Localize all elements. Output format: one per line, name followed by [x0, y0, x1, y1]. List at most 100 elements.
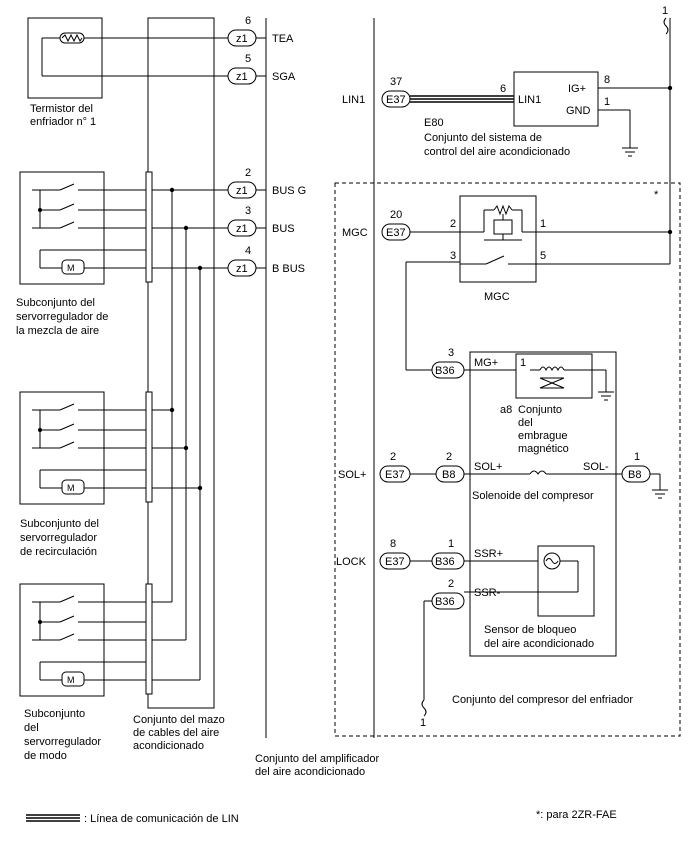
solenoid-label: Solenoide del compresor [472, 490, 594, 502]
thermistor-label-1: Termistor del [30, 103, 93, 115]
pin-37: 37 [390, 76, 402, 88]
pin-5: 5 [540, 250, 546, 262]
lock-sensor: LOCK E37 8 B36 1 SSR+ B36 2 SSR- 1 Senso… [336, 538, 595, 729]
signal-lin1: LIN1 [342, 94, 365, 106]
mode-servo: M Subconjunto del servorregulador de mod… [19, 583, 153, 762]
pin-2: 2 [446, 451, 452, 463]
pin-2: 2 [245, 167, 251, 179]
thermistor-label-2: enfriador n° 1 [30, 116, 96, 128]
air-mix-servo: M Subconjunto del servorregulador de la … [16, 171, 153, 337]
signal-sol-plus-comp: SOL+ [474, 461, 502, 473]
air-mix-label-1: Subconjunto del [16, 297, 95, 309]
z1-label: z1 [236, 71, 248, 83]
amplifier-body: Conjunto del amplificador del aire acond… [255, 18, 379, 778]
signal-sga: SGA [272, 71, 296, 83]
z1-label: z1 [236, 263, 248, 275]
air-mix-label-3: la mezcla de aire [16, 325, 99, 337]
recirc-label-3: de recirculación [20, 546, 97, 558]
mode-label-2: del [24, 722, 39, 734]
pin-2: 2 [390, 451, 396, 463]
signal-mgc: MGC [342, 227, 368, 239]
magnetic-clutch: B36 3 MG+ 1 a8 Conjunto del embrague mag… [431, 347, 614, 455]
air-mix-label-2: servorregulador de [16, 311, 108, 323]
mode-label-4: de modo [24, 750, 67, 762]
legend-note: *: para 2ZR-FAE [536, 809, 617, 821]
pin-2: 2 [450, 218, 456, 230]
pin-8: 8 [604, 74, 610, 86]
signal-tea: TEA [272, 33, 294, 45]
e80-label-2: control del aire acondicionado [424, 146, 570, 158]
pin-3: 3 [448, 347, 454, 359]
signal-ig-plus: IG+ [568, 83, 586, 95]
signal-mg-plus: MG+ [474, 357, 498, 369]
recirc-servo: M Subconjunto del servorregulador de rec… [19, 391, 153, 558]
pin-1: 1 [634, 451, 640, 463]
clutch-label-4: magnético [518, 443, 569, 455]
pin-6: 6 [500, 83, 506, 95]
lin1-circuit: LIN1 E37 37 6 LIN1 IG+ GND E80 Conjunto … [342, 71, 673, 158]
svg-text:M: M [67, 483, 75, 493]
compressor-label: Conjunto del compresor del enfriador [452, 694, 633, 706]
b8-label: B8 [628, 469, 641, 481]
b8-label: B8 [442, 469, 455, 481]
mgc-relay: MGC E37 20 2 1 3 5 MGC [342, 195, 673, 371]
compressor-box [469, 351, 617, 657]
amplifier-label-2: del aire acondicionado [255, 766, 365, 778]
harness-box: Conjunto del mazo de cables del aire aco… [133, 17, 225, 752]
z1-label: z1 [236, 223, 248, 235]
e80-code: E80 [424, 117, 444, 129]
signal-lock: LOCK [336, 556, 367, 568]
signal-bus-g: BUS G [272, 185, 306, 197]
pin-8: 8 [390, 538, 396, 550]
z1-label: z1 [236, 185, 248, 197]
svg-text:M: M [67, 263, 75, 273]
signal-gnd: GND [566, 105, 591, 117]
b36-label: B36 [435, 556, 455, 568]
pin-2: 2 [448, 578, 454, 590]
lock-sensor-label-1: Sensor de bloqueo [484, 624, 576, 636]
mgc-relay-label: MGC [484, 291, 510, 303]
signal-ssr-minus: SSR- [474, 587, 501, 599]
b36-label: B36 [435, 365, 455, 377]
pin-1: 1 [604, 96, 610, 108]
lock-sensor-label-2: del aire acondicionado [484, 638, 594, 650]
legend: : Línea de comunicación de LIN *: para 2… [26, 809, 617, 825]
mode-label-3: servorregulador [24, 736, 101, 748]
pin-4: 4 [245, 245, 251, 257]
clutch-label-3: embrague [518, 430, 568, 442]
ref-1-bottom: 1 [420, 717, 426, 729]
star-marker: * [654, 189, 659, 201]
signal-sol-minus: SOL- [583, 461, 609, 473]
signal-bus: BUS [272, 223, 295, 235]
signal-ssr-plus: SSR+ [474, 548, 503, 560]
harness-label-3: acondicionado [133, 740, 204, 752]
signal-sol-plus: SOL+ [338, 469, 366, 481]
z1-connector-bus: z1 3 BUS [227, 205, 295, 237]
z1-connector-tea: z1 6 TEA [227, 15, 294, 47]
pin-6: 6 [245, 15, 251, 27]
b36-label: B36 [435, 596, 455, 608]
pin-3: 3 [450, 250, 456, 262]
recirc-label-1: Subconjunto del [20, 518, 99, 530]
amplifier-label-1: Conjunto del amplificador [255, 753, 379, 765]
svg-text:M: M [67, 675, 75, 685]
pin-5: 5 [245, 53, 251, 65]
pin-3: 3 [245, 205, 251, 217]
signal-b-bus: B BUS [272, 263, 305, 275]
e37-label: E37 [386, 94, 406, 106]
z1-label: z1 [236, 33, 248, 45]
pin-20: 20 [390, 209, 402, 221]
pin-1: 1 [540, 218, 546, 230]
harness-label-2: de cables del aire [133, 727, 219, 739]
e80-label-1: Conjunto del sistema de [424, 132, 542, 144]
pin-1: 1 [448, 538, 454, 550]
z1-connector-b-bus: z1 4 B BUS [227, 245, 305, 277]
recirc-label-2: servorregulador [20, 532, 97, 544]
mode-label-1: Subconjunto [24, 708, 85, 720]
e37-label: E37 [385, 556, 405, 568]
e37-label: E37 [386, 227, 406, 239]
legend-lin: : Línea de comunicación de LIN [84, 813, 239, 825]
e37-label: E37 [385, 469, 405, 481]
clutch-label-2: del [518, 417, 533, 429]
